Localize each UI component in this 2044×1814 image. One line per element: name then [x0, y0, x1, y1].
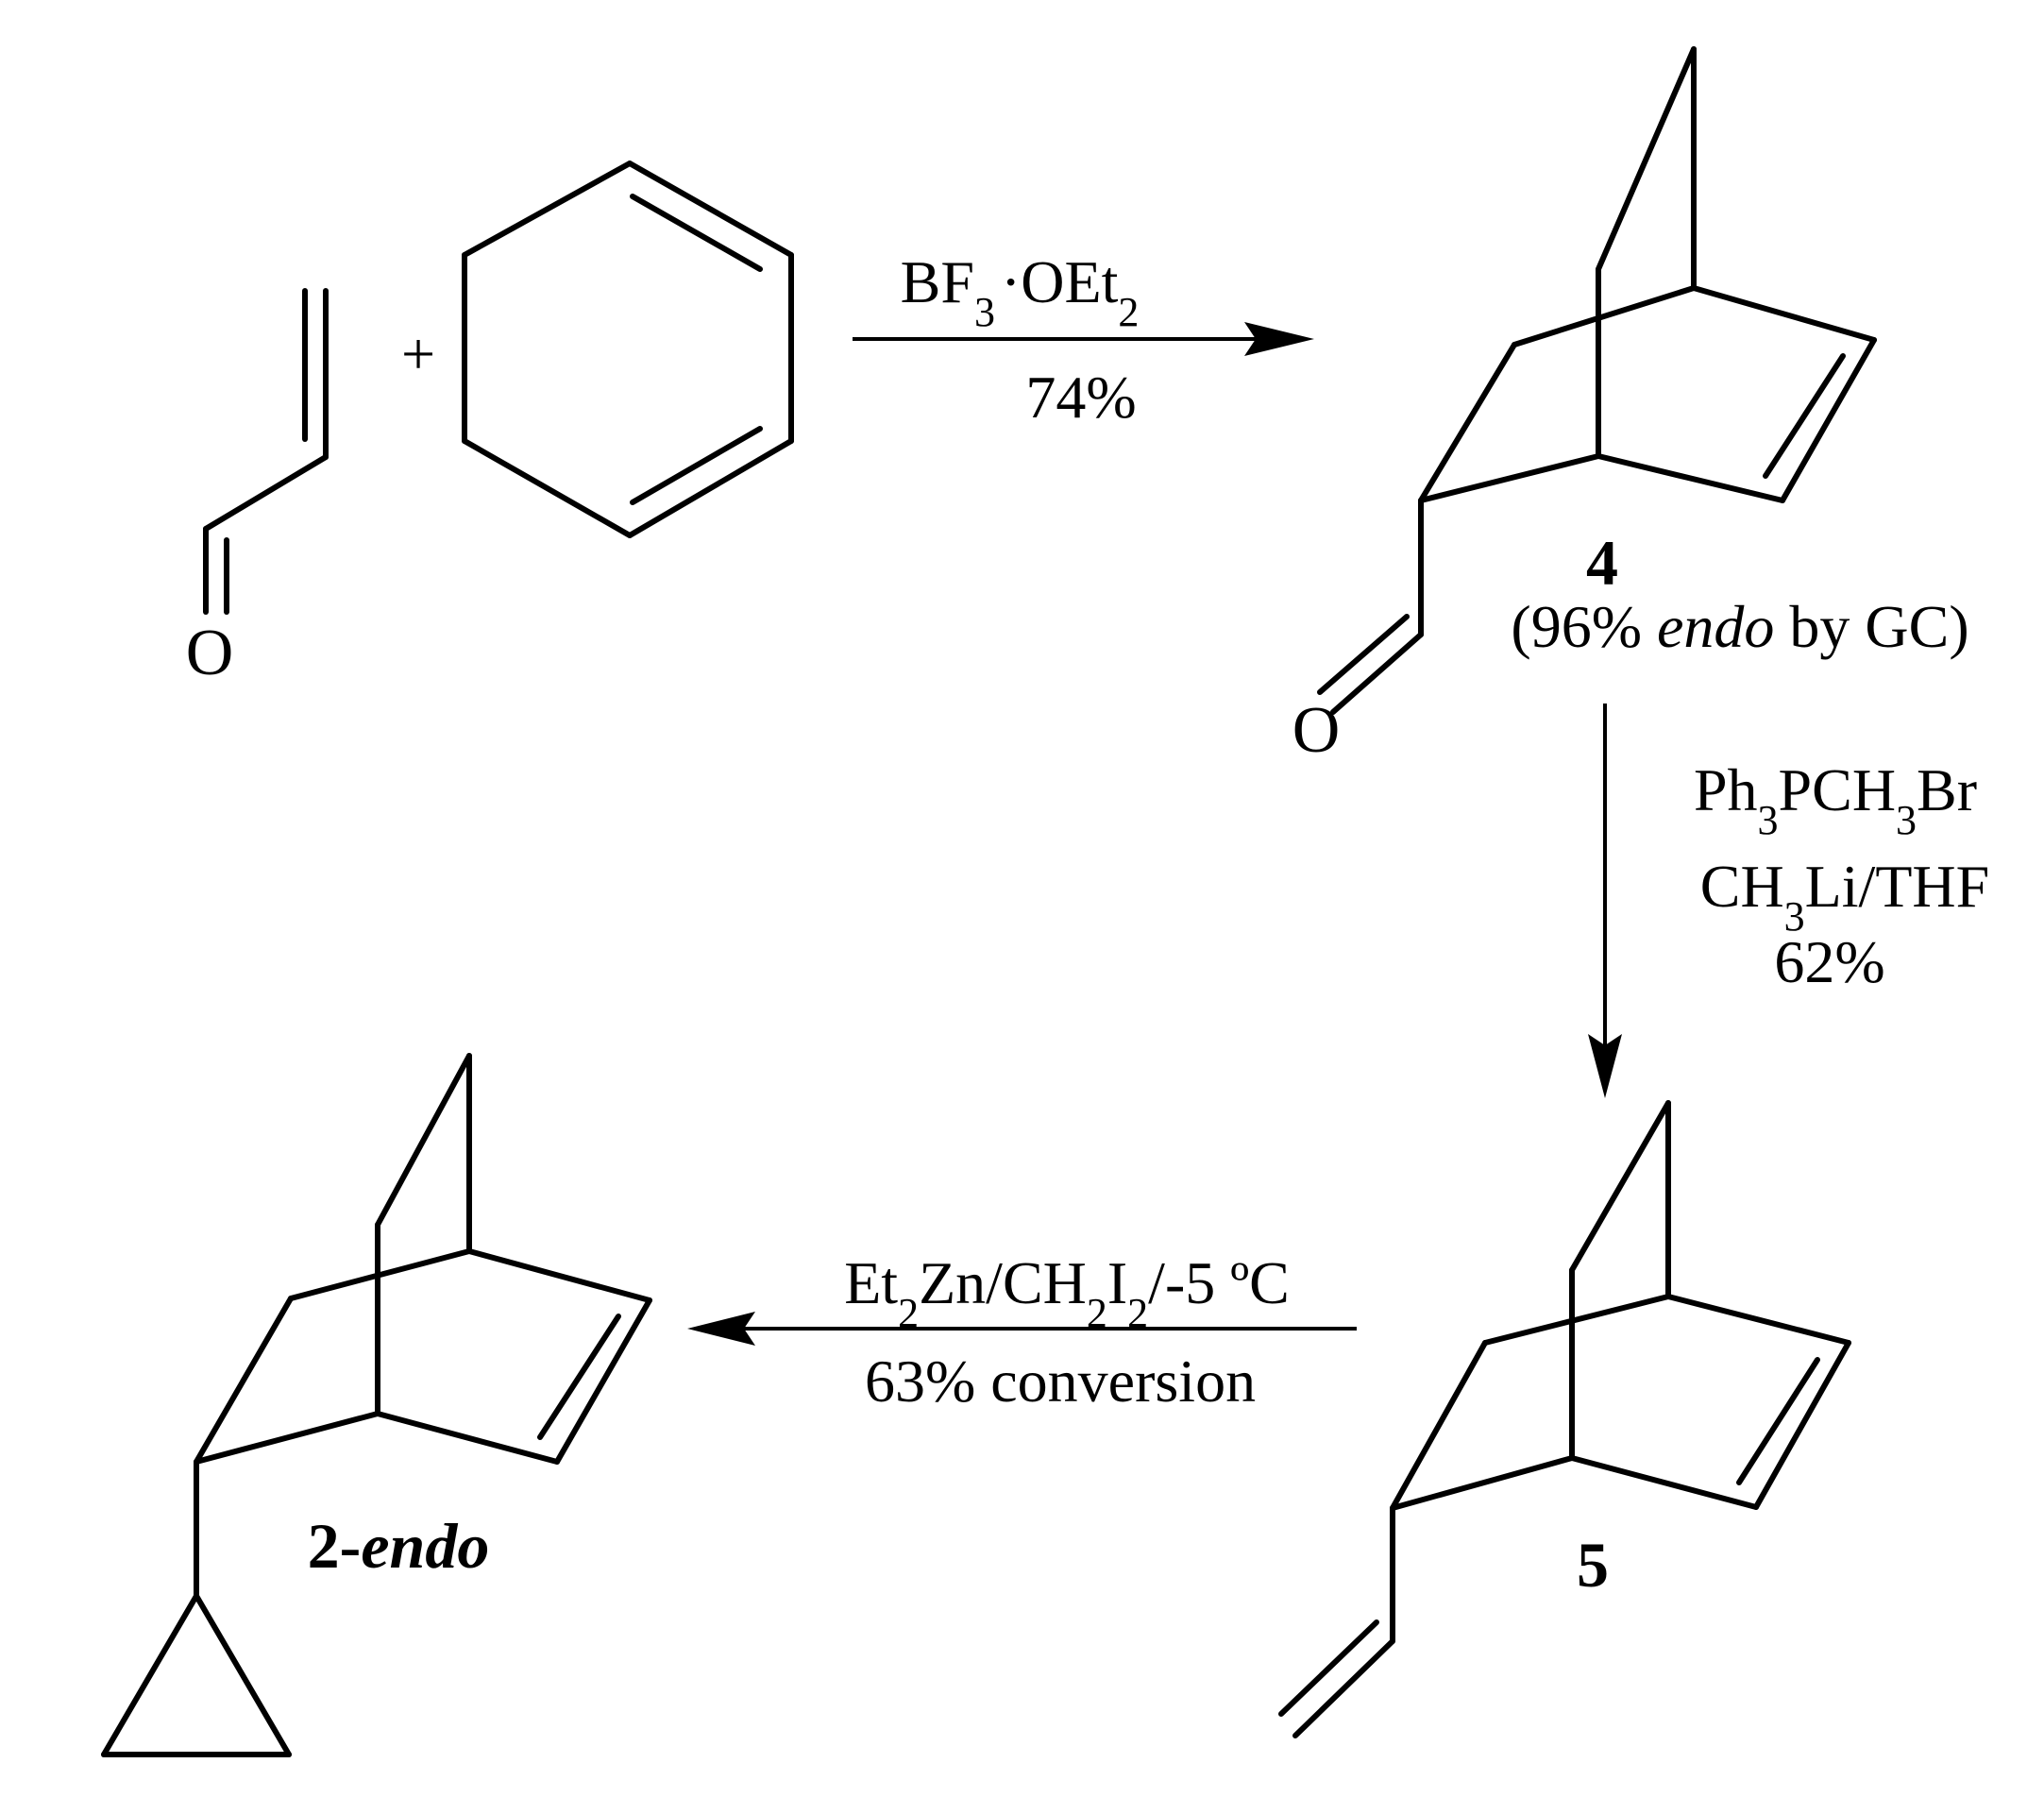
step2-reagent-line1: Ph3PCH3Br [1694, 756, 1977, 843]
plus-sign: + [401, 320, 435, 387]
compound-4-selectivity-note: (96% endo by GC) [1511, 593, 1968, 660]
compound-4-structure: O [1292, 46, 1877, 767]
acrolein-structure: O [186, 288, 329, 689]
step3-reagent: Et2Zn/CH2I2/-5 ºC [844, 1249, 1290, 1336]
product-2-endo-structure [101, 1053, 652, 1757]
step1-arrow [853, 322, 1314, 356]
compound-4-oxygen-atom: O [1292, 694, 1341, 767]
step1-yield: 74% [1025, 364, 1136, 431]
product-2-endo-label: 2-endo [308, 1510, 490, 1582]
step3-conversion: 63% conversion [865, 1348, 1256, 1415]
step1-reagent: BF3·OEt2 [901, 248, 1140, 335]
acrolein-oxygen-atom: O [186, 617, 234, 689]
compound-5-label: 5 [1577, 1529, 1609, 1601]
step2-arrow [1588, 704, 1622, 1098]
cyclohexadiene-structure [462, 161, 794, 538]
step2-reagent-line2: CH3Li/THF [1700, 853, 1989, 940]
compound-5-structure [1278, 1100, 1851, 1738]
compound-4-label: 4 [1586, 527, 1618, 599]
step3-arrow [687, 1312, 1357, 1346]
step2-yield: 62% [1774, 928, 1884, 995]
